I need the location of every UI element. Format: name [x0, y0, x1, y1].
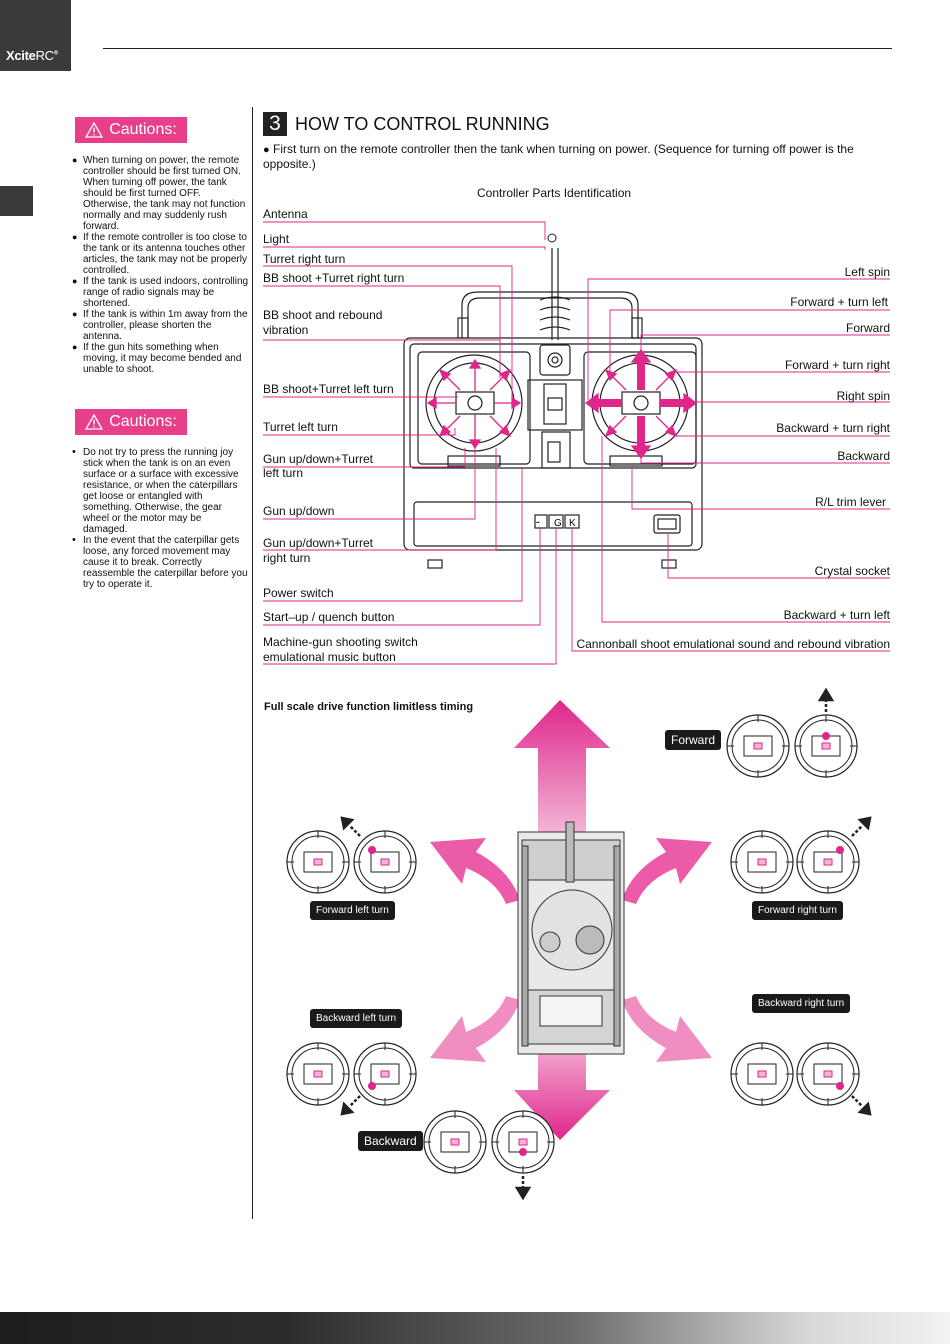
caution-title: Cautions: [109, 121, 177, 138]
tag-backward-right: Backward right turn [752, 994, 851, 1013]
caution-badge: Cautions: [75, 117, 187, 143]
side-tab [0, 186, 33, 216]
label-backward-right: Backward + turn right [776, 421, 890, 435]
tank-illustration [517, 821, 625, 1055]
label-light: Light [263, 232, 290, 246]
section-number: 3 [263, 112, 287, 136]
label-forward-right: Forward + turn right [784, 358, 890, 372]
caution-item: If the remote controller is too close to… [72, 232, 250, 276]
caution-list: When turning on power, the remote contro… [72, 155, 250, 375]
label-forward-left: Forward + turn left [790, 295, 888, 309]
backward-right-arrow [622, 996, 712, 1062]
k-button-label: K [569, 518, 576, 529]
label-gun-updown: Gun up/down [263, 504, 335, 518]
tag-forward: Forward [665, 730, 722, 750]
caution-item: In the event that the caterpillar gets l… [72, 535, 248, 590]
label-backward-left: Backward + turn left [783, 608, 890, 622]
caution-item: Do not try to press the running joy stic… [72, 447, 248, 535]
tag-forward-right: Forward right turn [752, 901, 843, 920]
section-heading: 3 HOW TO CONTROL RUNNING [263, 112, 550, 136]
column-divider [252, 107, 253, 1219]
section-title: HOW TO CONTROL RUNNING [295, 113, 550, 134]
label-left-spin: Left spin [844, 265, 890, 279]
tag-backward: Backward [358, 1131, 423, 1151]
diagram-title: Controller Parts Identification [477, 186, 632, 200]
svg-text:▪▪: ▪▪ [536, 520, 540, 526]
label-gun-turret-right-2: right turn [263, 551, 311, 565]
label-turret-left: Turret left turn [263, 420, 338, 434]
label-machine-gun-2: emulational music button [263, 650, 396, 664]
label-bb-rebound-2: vibration [263, 323, 309, 337]
caution-badge: Cautions: [75, 409, 187, 435]
footer-bar [0, 1312, 950, 1344]
label-startup: Start–up / quench button [263, 610, 395, 624]
caution-title: Cautions: [109, 413, 177, 430]
label-gun-turret-left-2: left turn [263, 466, 304, 480]
caution-item: When turning on power, the remote contro… [72, 155, 250, 232]
forward-arrow [514, 700, 610, 832]
brand-logo: XciteRC® [0, 0, 71, 71]
brand-name: XciteRC® [6, 48, 58, 63]
label-turret-right: Turret right turn [263, 252, 346, 266]
label-backward: Backward [837, 449, 890, 463]
label-trim-lever: R/L trim lever [815, 495, 886, 509]
label-antenna: Antenna [263, 207, 308, 221]
label-forward: Forward [845, 321, 890, 335]
warning-icon [85, 122, 104, 138]
label-gun-turret-left: Gun up/down+Turret [263, 452, 373, 466]
full-scale-title: Full scale drive function limitless timi… [264, 701, 474, 713]
label-gun-turret-right: Gun up/down+Turret [263, 536, 373, 550]
label-cannonball: Cannonball shoot emulational sound and r… [576, 637, 890, 651]
forward-right-arrow [622, 838, 712, 904]
caution-list: Do not try to press the running joy stic… [72, 447, 248, 590]
label-bb-turret-right: BB shoot +Turret right turn [263, 271, 405, 285]
label-crystal-socket: Crystal socket [814, 564, 890, 578]
forward-left-arrow [430, 838, 520, 904]
caution-item: If the tank is used indoors, controlling… [72, 276, 250, 309]
caution-item: If the tank is within 1m away from the c… [72, 309, 250, 342]
caution-item: If the gun hits something when moving, i… [72, 342, 250, 375]
header-rule [103, 48, 892, 49]
label-power-switch: Power switch [263, 586, 334, 600]
label-bb-rebound: BB shoot and rebound [263, 308, 383, 322]
tag-forward-left: Forward left turn [310, 901, 395, 920]
backward-left-arrow [430, 996, 520, 1062]
bullet-icon: ● [263, 144, 270, 156]
label-machine-gun: Machine-gun shooting switch [263, 635, 418, 649]
tag-backward-left: Backward left turn [310, 1009, 403, 1028]
label-right-spin: Right spin [836, 389, 890, 403]
warning-icon [85, 414, 104, 430]
label-bb-turret-left: BB shoot+Turret left turn [263, 382, 394, 396]
intro-text: ● First turn on the remote controller th… [263, 142, 854, 171]
g-button-label: G [554, 518, 562, 529]
